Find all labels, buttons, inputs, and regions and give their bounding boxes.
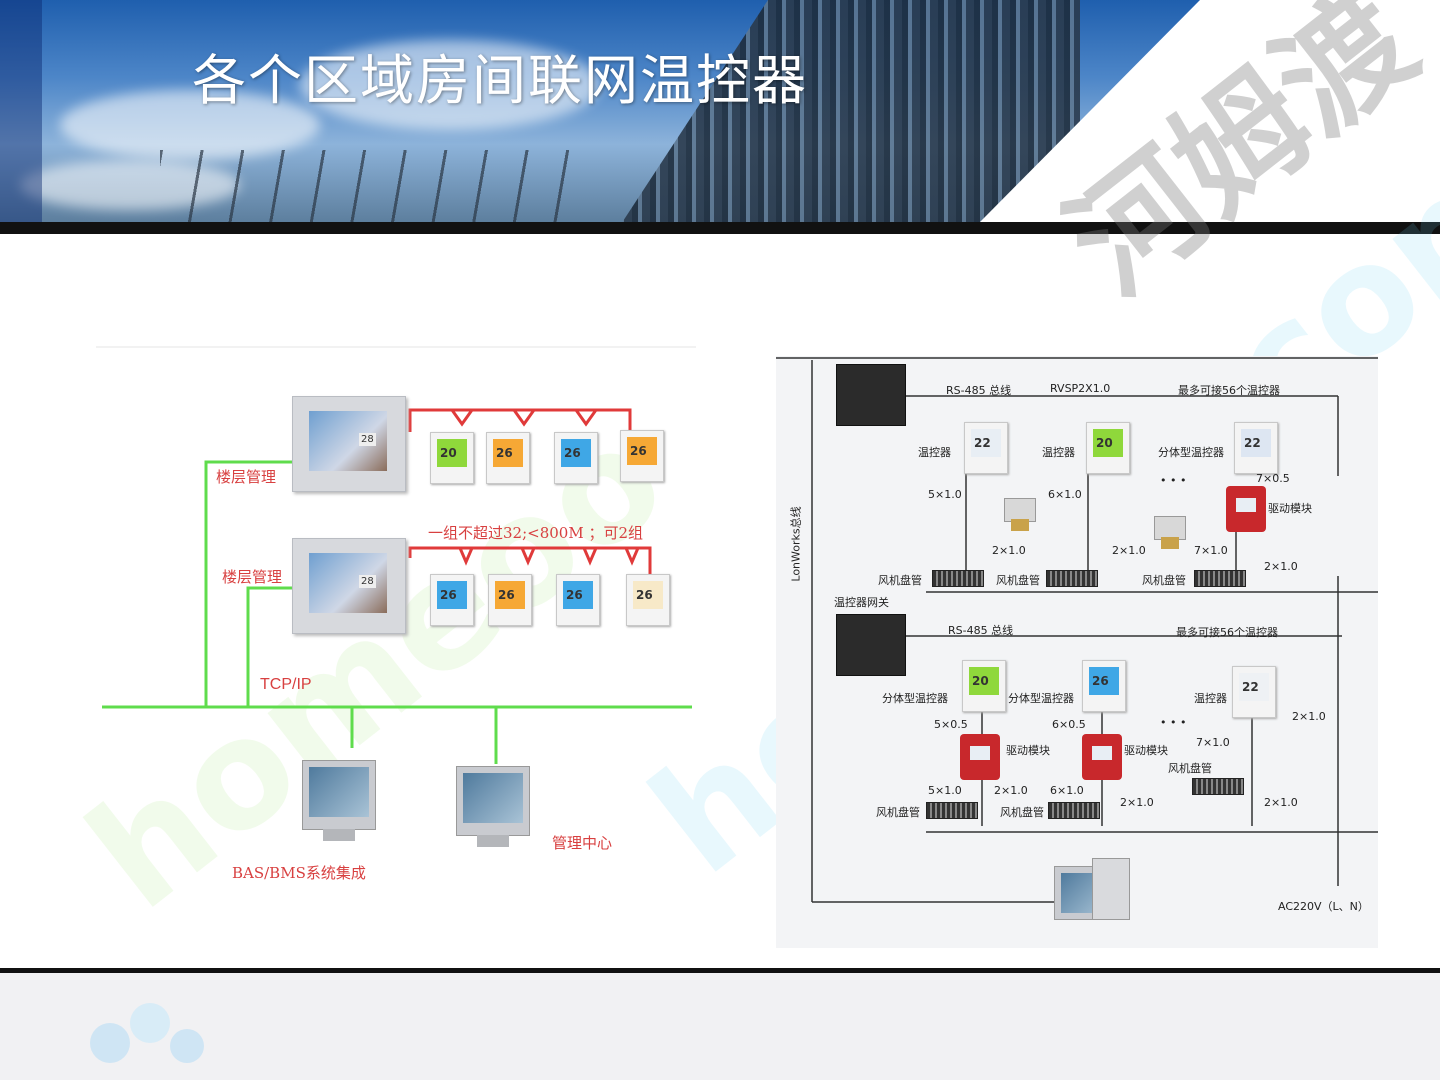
thermostat: 20 [430, 432, 474, 484]
label: 2×1.0 [1112, 544, 1146, 557]
valve-icon [1154, 516, 1186, 549]
fan-coil [1194, 570, 1246, 587]
label: 风机盘管 [1000, 806, 1044, 819]
thermostat: 20 [962, 660, 1006, 712]
label: • • • [1160, 474, 1187, 487]
label: 7×1.0 [1194, 544, 1228, 557]
thermostat: 26 [554, 432, 598, 484]
top-divider [0, 222, 1440, 234]
label: 驱动模块 [1006, 744, 1050, 757]
thermostat: 26 [1082, 660, 1126, 712]
tablet-readout: 28 [359, 433, 376, 446]
thermostat: 20 [1086, 422, 1130, 474]
thermostat: 26 [488, 574, 532, 626]
label-center: 管理中心 [552, 834, 613, 852]
label: 5×1.0 [928, 784, 962, 797]
fan-coil [1048, 802, 1100, 819]
label: 6×0.5 [1052, 718, 1086, 731]
label: AC220V（L、N） [1278, 900, 1369, 913]
label: 2×1.0 [1120, 796, 1154, 809]
valve-icon [1004, 498, 1036, 531]
label: 2×1.0 [992, 544, 1026, 557]
label: 温控器网关 [834, 596, 889, 609]
thermostat: 26 [556, 574, 600, 626]
left-network-diagram: 28 28 20 26 26 26 26 26 26 26 楼层管理 楼层管理 … [96, 346, 696, 906]
label-tcpip: TCP/IP [260, 676, 312, 693]
label: RS-485 总线 [948, 624, 1014, 637]
slide-title: 各个区域房间联网温控器 [192, 49, 808, 112]
tablet-readout: 28 [359, 575, 376, 588]
label: LonWorks总线 [789, 506, 803, 582]
label: 7×1.0 [1196, 736, 1230, 749]
bottom-divider [0, 968, 1440, 973]
label-floor-mgmt-2: 楼层管理 [222, 568, 283, 586]
label: 2×1.0 [1264, 560, 1298, 573]
floor-panel-2: 28 [292, 538, 406, 634]
thermostat: 26 [486, 432, 530, 484]
management-workstation [456, 766, 530, 847]
label: 温控器 [1194, 692, 1227, 705]
thermostat: 22 [1232, 666, 1276, 718]
label: RS-485 总线 [946, 384, 1012, 397]
label: 风机盘管 [876, 806, 920, 819]
label: 2×1.0 [1292, 710, 1326, 723]
logo-icon [80, 993, 220, 1083]
label: 分体型温控器 [1158, 446, 1224, 459]
label: 风机盘管 [1168, 762, 1212, 775]
floor-panel-1: 28 [292, 396, 406, 492]
gateway-top [836, 364, 906, 426]
label-group-note: 一组不超过32;<800M ；可2组 [428, 524, 644, 542]
label-floor-mgmt-1: 楼层管理 [216, 468, 277, 486]
drive-module [960, 734, 1000, 780]
label: 分体型温控器 [882, 692, 948, 705]
pc-tower [1092, 858, 1130, 920]
label: 风机盘管 [1142, 574, 1186, 587]
thermostat: 22 [1234, 422, 1278, 474]
thermostat: 22 [964, 422, 1008, 474]
label: 温控器 [918, 446, 951, 459]
fan-coil [932, 570, 984, 587]
label: 2×1.0 [1264, 796, 1298, 809]
thermostat: 26 [620, 430, 664, 482]
thermostat: 26 [430, 574, 474, 626]
header-banner [0, 0, 1440, 222]
drive-module [1082, 734, 1122, 780]
label: 5×0.5 [934, 718, 968, 731]
gateway-bottom [836, 614, 906, 676]
label: 风机盘管 [878, 574, 922, 587]
label: 风机盘管 [996, 574, 1040, 587]
left-diagram-lines [96, 346, 696, 764]
label: 驱动模块 [1124, 744, 1168, 757]
label: RVSP2X1.0 [1050, 382, 1111, 395]
label-bas: BAS/BMS系统集成 [232, 864, 366, 882]
label: 最多可接56个温控器 [1176, 626, 1278, 639]
label: 7×0.5 [1256, 472, 1290, 485]
thermostat: 26 [626, 574, 670, 626]
drive-module [1226, 486, 1266, 532]
label: 6×1.0 [1050, 784, 1084, 797]
label: 温控器 [1042, 446, 1075, 459]
footer [0, 973, 1440, 1080]
label: 2×1.0 [994, 784, 1028, 797]
label: 5×1.0 [928, 488, 962, 501]
label: 驱动模块 [1268, 502, 1312, 515]
fan-coil [1192, 778, 1244, 795]
label: 最多可接56个温控器 [1178, 384, 1280, 397]
right-diagram-lines [776, 357, 1378, 903]
right-wiring-diagram: 22 20 22 20 26 22 RS-485 总线 RVSP2X1.0 最多… [776, 356, 1378, 948]
label: 分体型温控器 [1008, 692, 1074, 705]
fan-coil [926, 802, 978, 819]
bas-workstation [302, 760, 376, 841]
fan-coil [1046, 570, 1098, 587]
label: 6×1.0 [1048, 488, 1082, 501]
label: • • • [1160, 716, 1187, 729]
